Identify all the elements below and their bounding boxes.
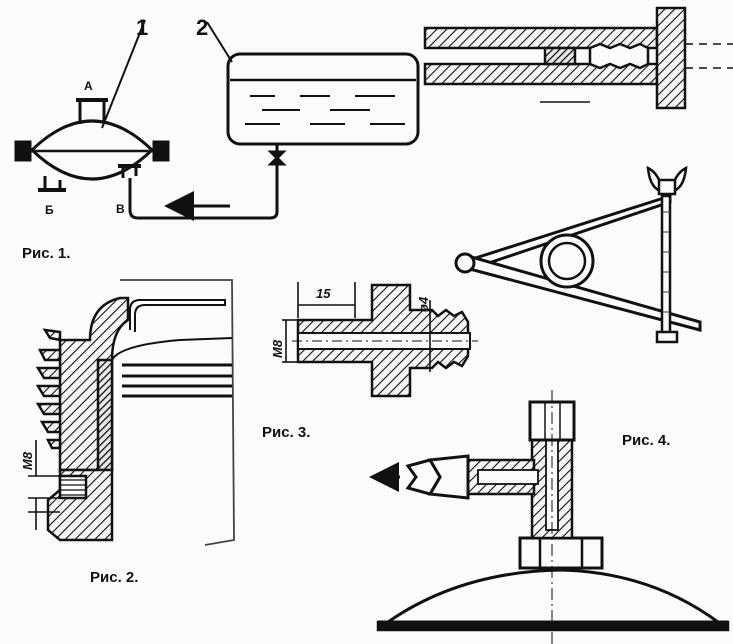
figure-3-nipple xyxy=(282,282,478,398)
port-label-v: В xyxy=(116,202,125,216)
figure-3-caption: Рис. 3. xyxy=(262,424,310,441)
pressure-vessel xyxy=(14,98,170,192)
port-label-a: А xyxy=(84,79,93,93)
figure-3-diameter-dim: ø4 xyxy=(416,296,431,312)
callout-1-leader xyxy=(101,19,146,129)
tube-section-detail xyxy=(423,6,733,110)
figure-2-head-section xyxy=(28,279,235,546)
figure-3-length-dim: 15 xyxy=(316,286,331,301)
figure-4-clamp xyxy=(454,165,702,344)
figure-1-schematic: 1 2 А Б В Рис. 1. xyxy=(14,15,420,262)
callout-1: 1 xyxy=(136,15,148,40)
figure-1-caption: Рис. 1. xyxy=(22,245,70,262)
port-label-b: Б xyxy=(45,203,54,217)
callout-2-leader xyxy=(206,21,233,63)
figure-2-thread-label: М8 xyxy=(20,451,35,470)
figure-4-caption: Рис. 4. xyxy=(622,432,670,449)
supply-tank xyxy=(128,52,420,220)
callout-2: 2 xyxy=(196,15,208,40)
figure-2-caption: Рис. 2. xyxy=(90,569,138,586)
figure-4-valve-assembly xyxy=(369,390,730,644)
figure-3-thread-label: М8 xyxy=(270,339,285,358)
